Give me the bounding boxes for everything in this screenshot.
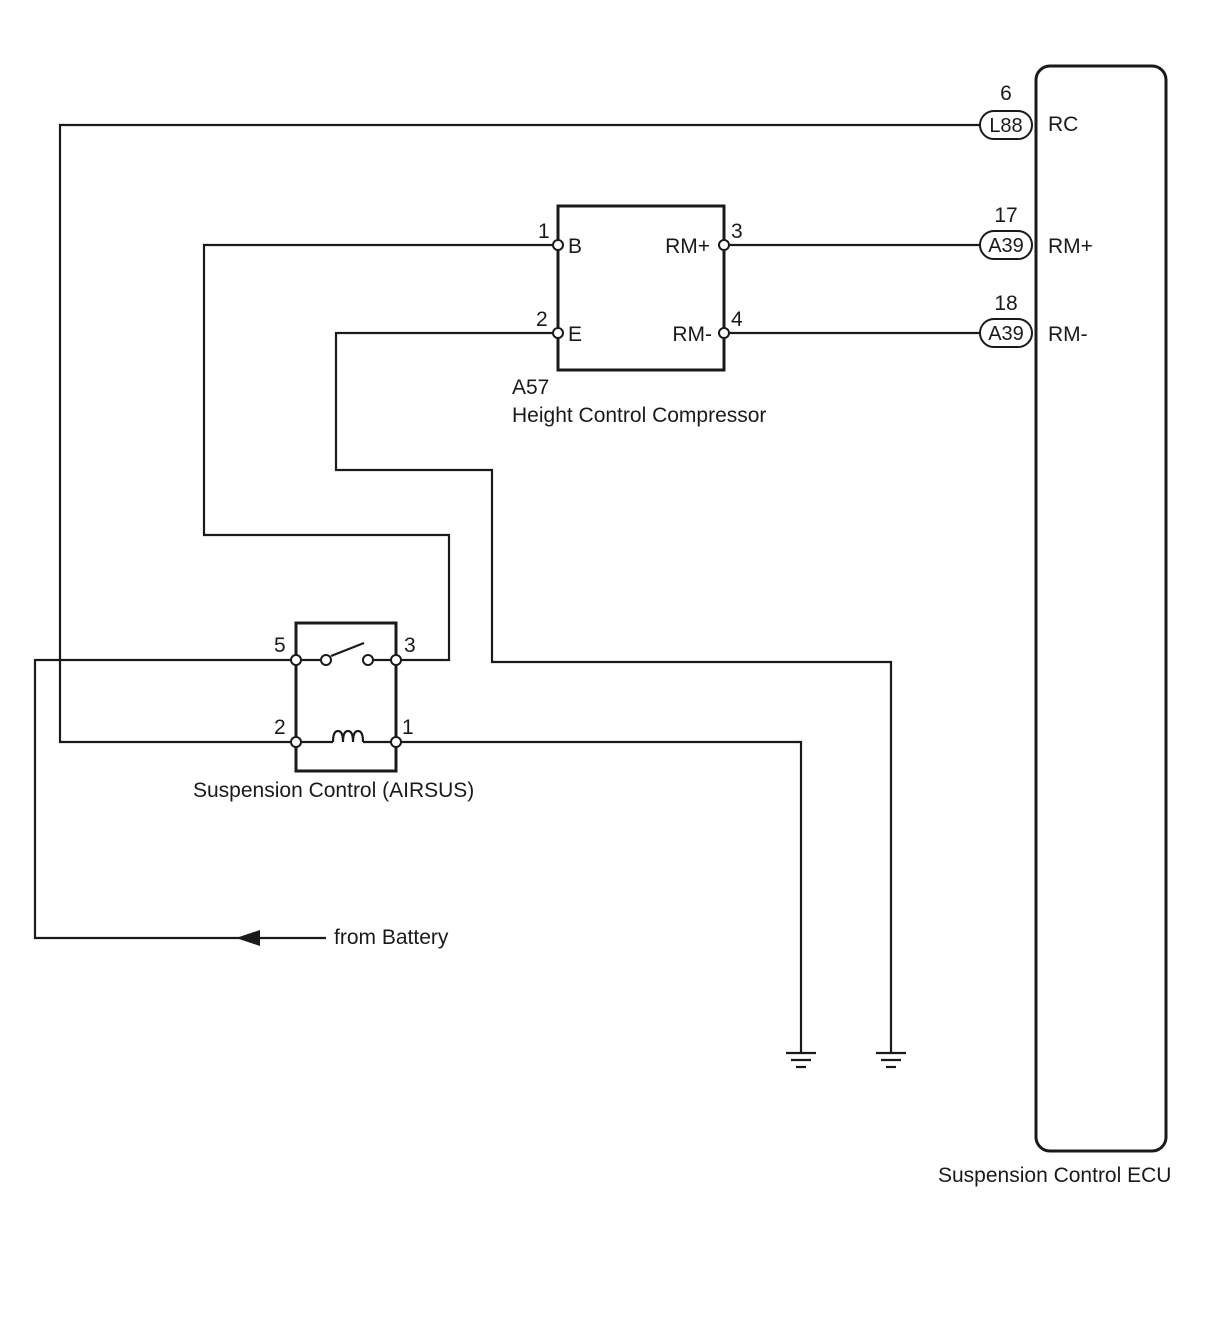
connector-id: L88 — [989, 115, 1022, 137]
ecu-pin-signal: RC — [1048, 113, 1078, 136]
wire-rc — [58, 123, 980, 744]
compressor-name: Height Control Compressor — [512, 404, 766, 427]
compressor-signal-rm-minus: RM- — [672, 323, 712, 346]
wire-b — [202, 243, 558, 662]
battery-label: from Battery — [334, 926, 449, 949]
ecu-box — [1034, 64, 1168, 1153]
wire-battery — [33, 658, 326, 940]
relay-pin-2: 2 — [274, 716, 286, 739]
compressor-pin-3: 3 — [731, 220, 743, 243]
wire-e — [334, 331, 893, 1052]
relay-name: Suspension Control (AIRSUS) — [193, 779, 474, 802]
battery-arrow-icon — [236, 930, 260, 946]
relay-coil — [331, 729, 365, 743]
relay-pin-3: 3 — [404, 634, 416, 657]
compressor-signal-b: B — [568, 235, 582, 258]
relay-box — [294, 621, 398, 773]
terminal — [718, 239, 730, 251]
compressor-pin-1: 1 — [538, 220, 550, 243]
relay-contact — [362, 654, 374, 666]
ecu-pin-number: 6 — [1000, 82, 1012, 105]
relay-switch-arm — [330, 641, 365, 658]
compressor-pin-4: 4 — [731, 308, 743, 331]
relay-contact — [320, 654, 332, 666]
wire-relay-ground — [396, 740, 803, 1052]
connector-oval — [979, 110, 1033, 140]
terminal — [390, 654, 402, 666]
ecu-connector-a39-17: 17 A39 RM+ — [979, 204, 1093, 260]
terminal — [552, 327, 564, 339]
ecu-pin-number: 18 — [994, 292, 1017, 315]
relay-pin-1: 1 — [402, 716, 414, 739]
connector-oval — [979, 318, 1033, 348]
terminal — [290, 654, 302, 666]
terminal — [552, 239, 564, 251]
ground-icon — [786, 1051, 816, 1069]
compressor-box — [556, 204, 726, 372]
connector-id: A39 — [988, 235, 1024, 257]
ecu-pin-number: 17 — [994, 204, 1017, 227]
relay-pin-5: 5 — [274, 634, 286, 657]
ecu-name: Suspension Control ECU — [938, 1164, 1171, 1187]
ecu-pin-signal: RM- — [1048, 323, 1088, 346]
ecu-connector-a39-18: 18 A39 RM- — [979, 292, 1088, 348]
terminal — [390, 736, 402, 748]
compressor-pin-2: 2 — [536, 308, 548, 331]
connector-id: A39 — [988, 323, 1024, 345]
ecu-connector-l88: 6 L88 RC — [979, 82, 1078, 140]
ecu-pin-signal: RM+ — [1048, 235, 1093, 258]
compressor-id: A57 — [512, 376, 549, 399]
connector-oval — [979, 230, 1033, 260]
compressor-signal-rm-plus: RM+ — [665, 235, 710, 258]
ground-icon — [876, 1051, 906, 1069]
terminal — [718, 327, 730, 339]
compressor-signal-e: E — [568, 323, 582, 346]
terminal — [290, 736, 302, 748]
